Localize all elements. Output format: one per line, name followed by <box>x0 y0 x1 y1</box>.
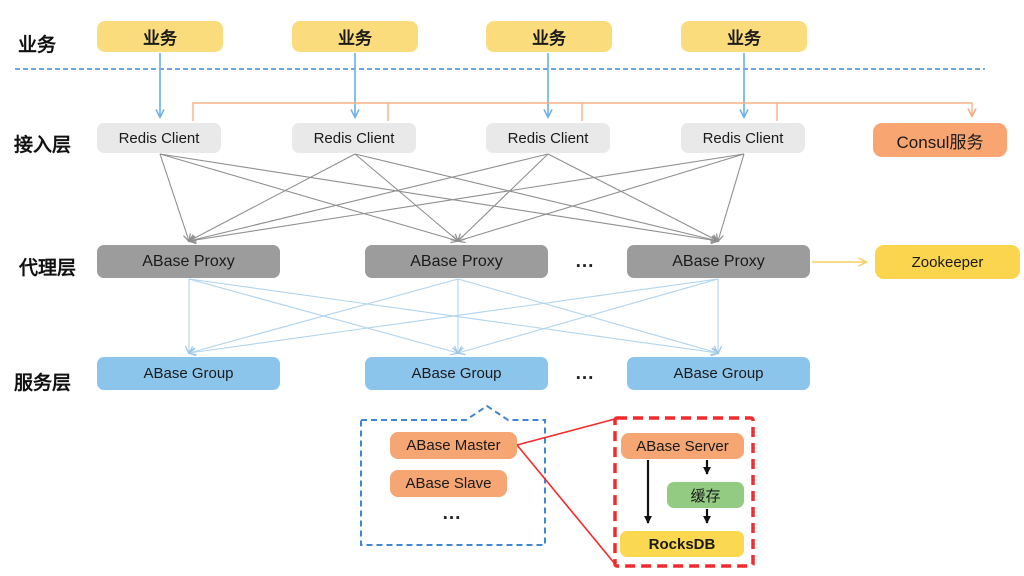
group-callout-border <box>360 404 546 546</box>
zookeeper-node: Zookeeper <box>875 245 1020 279</box>
business-node: 业务 <box>486 21 612 52</box>
redis-client-node: Redis Client <box>292 123 416 153</box>
rocksdb-node: RocksDB <box>620 531 744 557</box>
client-proxy-mesh-arrows <box>159 153 745 241</box>
business-node: 业务 <box>681 21 807 52</box>
business-to-client-arrows <box>160 53 744 117</box>
master-detail-connector-lines <box>516 418 616 565</box>
group-callout-ellipsis: ... <box>442 503 462 524</box>
abase-proxy-node: ABase Proxy <box>627 245 810 278</box>
redis-client-node: Redis Client <box>486 123 610 153</box>
server-detail-border <box>613 416 755 568</box>
redis-client-node: Redis Client <box>97 123 221 153</box>
layer-label-service: 服务层 <box>14 373 72 394</box>
proxy-row-ellipsis: ... <box>575 251 595 272</box>
layer-label-proxy: 代理层 <box>19 258 77 279</box>
service-row-ellipsis: ... <box>575 363 595 384</box>
redis-client-node: Redis Client <box>681 123 805 153</box>
proxy-group-mesh-arrows <box>189 278 718 353</box>
abase-server-node: ABase Server <box>621 433 744 459</box>
layer-label-business: 业务 <box>18 35 57 56</box>
abase-slave-node: ABase Slave <box>390 470 507 497</box>
business-node: 业务 <box>292 21 418 52</box>
abase-group-node: ABase Group <box>97 357 280 390</box>
cache-node: 缓存 <box>667 482 744 508</box>
abase-group-node: ABase Group <box>365 357 548 390</box>
abase-group-node: ABase Group <box>627 357 810 390</box>
business-node: 业务 <box>97 21 223 52</box>
abase-master-node: ABase Master <box>390 432 517 459</box>
consul-service-node: Consul服务 <box>873 123 1007 157</box>
layer-label-access: 接入层 <box>14 135 72 156</box>
abase-proxy-node: ABase Proxy <box>365 245 548 278</box>
server-detail-arrows <box>643 460 712 524</box>
client-to-consul-bus <box>192 102 972 121</box>
abase-proxy-node: ABase Proxy <box>97 245 280 278</box>
